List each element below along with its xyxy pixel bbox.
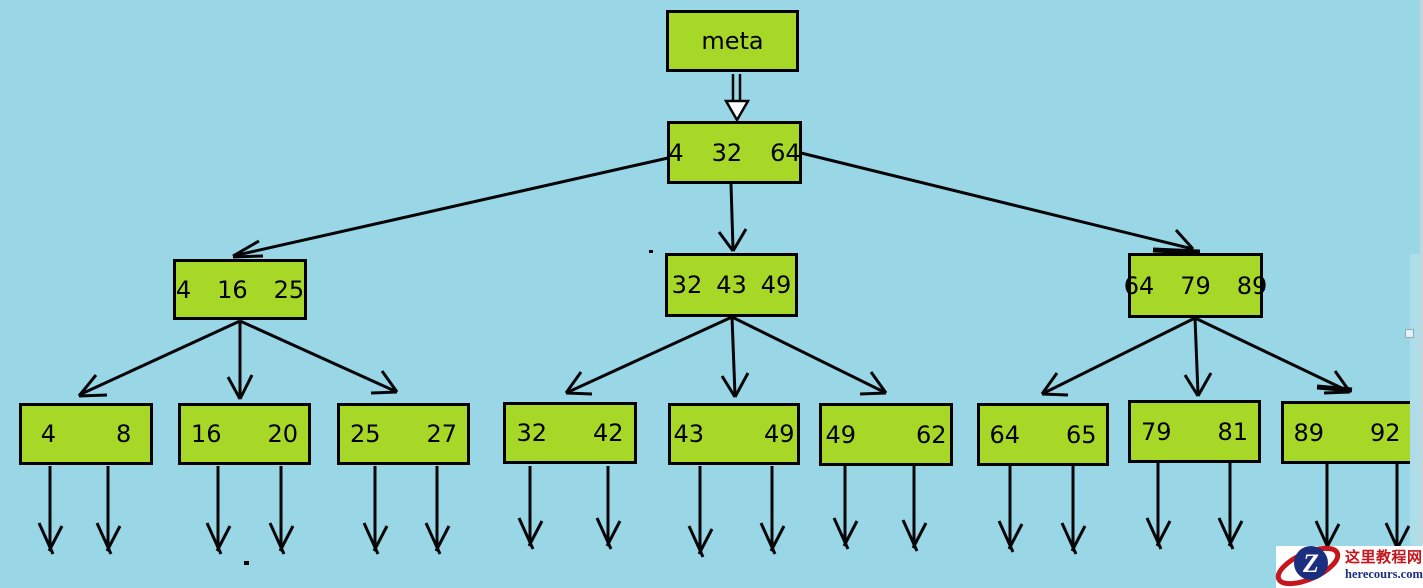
node-keys: 16 20 xyxy=(191,420,298,448)
logo-letter: Z xyxy=(1302,549,1319,578)
node-key: 49 xyxy=(825,420,856,449)
watermark-site-url: herecours.com xyxy=(1345,567,1423,581)
node-key: 79 xyxy=(1140,417,1172,446)
node-key: 43 xyxy=(716,271,747,299)
tree-node-internal-left: 4 16 25 xyxy=(173,259,307,320)
right-edge-line xyxy=(1420,0,1423,588)
tree-node-meta: meta xyxy=(666,10,799,72)
node-key: 32 xyxy=(516,419,547,447)
node-key: 42 xyxy=(593,419,624,447)
node-key: 32 xyxy=(671,271,703,299)
node-key: 92 xyxy=(1370,418,1401,447)
node-key: 64 xyxy=(1123,271,1155,300)
node-keys: 32 42 xyxy=(516,419,623,447)
right-edge-notch xyxy=(1405,329,1414,338)
tree-node-root: 4 32 64 xyxy=(667,121,802,184)
watermark-text: 这里教程网 herecours.com xyxy=(1345,547,1423,582)
tree-node-leaf-4: 32 42 xyxy=(503,402,637,464)
node-key: 62 xyxy=(916,420,947,449)
watermark-site-name: 这里教程网 xyxy=(1345,548,1423,566)
node-keys: 64 79 89 xyxy=(1124,272,1268,300)
node-key: 89 xyxy=(1236,271,1268,300)
node-key: 20 xyxy=(267,420,299,448)
node-keys: 43 49 xyxy=(673,420,794,448)
tree-node-internal-right: 64 79 89 xyxy=(1124,253,1267,318)
node-keys: 4 8 xyxy=(41,420,132,448)
node-key: 81 xyxy=(1217,417,1249,446)
node-key: 64 xyxy=(989,420,1020,449)
stray-dot xyxy=(649,250,653,253)
tree-node-leaf-7: 64 65 xyxy=(977,403,1109,466)
tree-node-leaf-3: 25 27 xyxy=(337,403,470,465)
edge-root-to-middle-internal xyxy=(717,183,748,252)
node-key: 65 xyxy=(1066,420,1097,449)
node-key: 4 xyxy=(668,138,684,167)
node-key: 49 xyxy=(760,271,792,299)
node-keys: 4 16 25 xyxy=(176,276,304,304)
node-key: 4 xyxy=(175,275,192,304)
tree-node-internal-middle: 32 43 49 xyxy=(665,253,798,317)
node-key: 32 xyxy=(711,138,743,167)
edge-root-to-left-internal xyxy=(232,156,669,259)
edges-right-internal-to-leaves xyxy=(1040,316,1353,397)
edges-left-internal-to-leaves xyxy=(77,319,399,400)
node-key: 43 xyxy=(673,420,704,448)
node-key: 25 xyxy=(273,275,305,304)
node-key: 49 xyxy=(764,420,795,448)
site-logo-icon: Z xyxy=(1275,545,1341,587)
node-key: 16 xyxy=(217,275,248,304)
node-keys: 32 43 49 xyxy=(672,271,792,299)
node-key: 89 xyxy=(1293,418,1324,447)
node-keys: 49 62 xyxy=(825,421,946,449)
node-key: 79 xyxy=(1180,271,1211,300)
edge-meta-to-root xyxy=(723,74,751,123)
stray-dot xyxy=(244,561,249,565)
node-key: 25 xyxy=(349,420,381,448)
edges-middle-internal-to-leaves xyxy=(564,315,888,398)
tree-node-leaf-9: 89 92 xyxy=(1281,401,1413,464)
node-key: 8 xyxy=(116,420,132,448)
node-key: 16 xyxy=(190,420,222,448)
watermark: Z 这里教程网 herecours.com xyxy=(1275,545,1423,588)
tree-node-leaf-1: 4 8 xyxy=(19,403,153,465)
edge-root-to-right-internal xyxy=(800,151,1201,255)
leaf-pointer-arrows xyxy=(37,463,1411,558)
tree-node-leaf-8: 79 81 xyxy=(1128,400,1261,463)
node-keys: 79 81 xyxy=(1141,418,1248,446)
tree-node-leaf-6: 49 62 xyxy=(819,403,953,466)
node-label: meta xyxy=(701,27,764,55)
node-key: 4 xyxy=(40,420,56,448)
node-keys: 4 32 64 xyxy=(668,139,800,167)
node-keys: 64 65 xyxy=(989,421,1096,449)
node-key: 27 xyxy=(426,420,458,448)
tree-node-leaf-5: 43 49 xyxy=(668,403,800,465)
node-key: 64 xyxy=(770,138,801,167)
tree-node-leaf-2: 16 20 xyxy=(178,403,311,465)
node-keys: 89 92 xyxy=(1293,419,1400,447)
node-keys: 25 27 xyxy=(350,420,457,448)
